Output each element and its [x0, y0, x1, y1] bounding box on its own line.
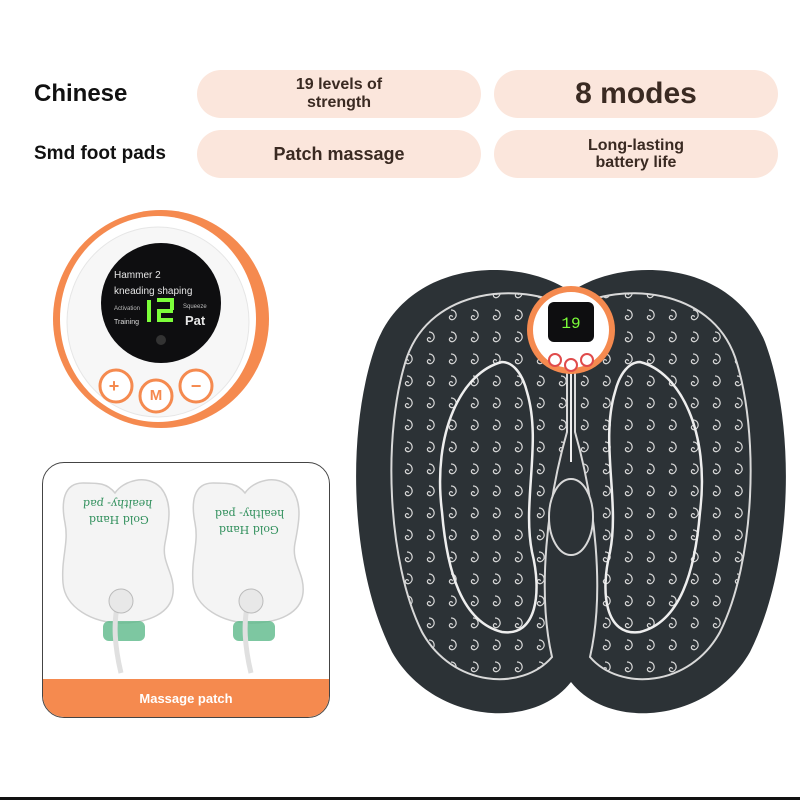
massage-patch-label: Massage patch — [139, 690, 233, 706]
screen-left-bottom: Training — [114, 319, 140, 326]
controller-body — [53, 210, 269, 428]
massage-patch-banner: Massage patch — [43, 679, 329, 717]
left-pad-text-line2: Gold Hand — [89, 513, 149, 526]
right-pad-text-line1: healthy- pad — [215, 507, 285, 520]
pill-patch-massage-text: Patch massage — [273, 143, 405, 164]
bottom-divider — [0, 797, 800, 800]
screen-right-top: Squeeze — [183, 304, 207, 310]
left-pad-text-line1: healthy- pad — [82, 497, 153, 510]
right-pad-text-line2: Gold Hand — [219, 523, 279, 536]
plus-button[interactable]: + — [108, 376, 120, 396]
mode-button[interactable]: M — [149, 387, 163, 404]
mat-illustration: 19 — [356, 269, 786, 714]
foot-massage-mat: 19 — [352, 262, 790, 728]
pill-battery-life: Long-lasting battery life — [494, 130, 778, 178]
pill-battery-line2: battery life — [595, 154, 677, 171]
pill-strength-line2: strength — [307, 94, 371, 111]
massage-patch-panel: healthy- pad Gold Hand healthy- pad Gold… — [42, 462, 330, 718]
screen-right-big: Pat — [185, 313, 206, 328]
controller-device: Hammer 2 kneading shaping knead Activati… — [52, 208, 270, 430]
screen-line2: kneading shaping — [114, 286, 193, 297]
pill-strength-line1: 19 levels of — [295, 76, 383, 93]
svg-text:19: 19 — [561, 315, 580, 333]
screen-left-mid: Activation — [114, 306, 141, 312]
patch-pads-illustration — [61, 479, 304, 674]
screen-line1: Hammer 2 — [114, 270, 161, 281]
label-chinese: Chinese — [34, 80, 128, 107]
pill-modes: 8 modes — [494, 70, 778, 118]
minus-button[interactable]: − — [190, 376, 202, 396]
pill-modes-text: 8 modes — [575, 77, 697, 110]
pill-patch-massage: Patch massage — [197, 130, 481, 178]
pill-battery-line1: Long-lasting — [588, 137, 684, 154]
label-smd-foot-pads: Smd foot pads — [34, 143, 166, 164]
pill-strength-levels: 19 levels of strength — [197, 70, 481, 118]
